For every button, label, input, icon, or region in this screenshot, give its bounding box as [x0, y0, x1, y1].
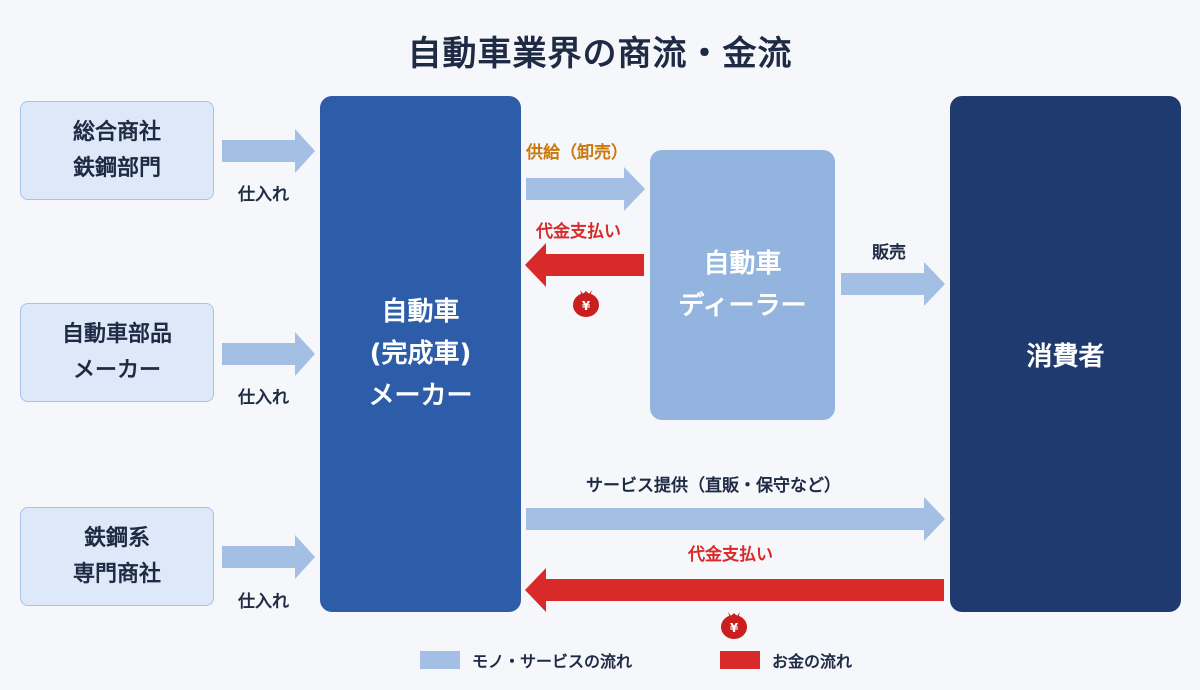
- consumer-label: 消費者: [1026, 341, 1105, 372]
- purchase-arrow-2: [222, 332, 315, 376]
- supplier-auto-parts-maker: 自動車部品 メーカー: [20, 303, 214, 402]
- legend-goods-label: モノ・サービスの流れ: [472, 652, 633, 671]
- purchase-label-2: 仕入れ: [238, 388, 289, 408]
- supply-label: 供給（卸売）: [526, 143, 628, 163]
- dealer-label-line2: ディーラー: [678, 291, 807, 321]
- sales-arrow: [841, 262, 945, 306]
- legend-money-label: お金の流れ: [772, 652, 853, 671]
- supplier-label-line2: 鉄鋼部門: [72, 155, 161, 181]
- supplier-trading-steel-division: 総合商社 鉄鋼部門: [20, 101, 214, 200]
- purchase-label-1: 仕入れ: [238, 185, 289, 205]
- dealer-payment-arrow: [525, 243, 644, 287]
- purchase-arrow-3: [222, 535, 315, 579]
- supplier-label-line1: 自動車部品: [61, 321, 172, 347]
- money-bag-icon: ¥: [721, 612, 747, 639]
- consumer-payment-arrow: [525, 568, 944, 612]
- supplier-label-line2: メーカー: [72, 357, 161, 383]
- automaker-label-line1: 自動車: [381, 297, 460, 327]
- sales-label: 販売: [872, 243, 906, 263]
- purchase-arrow-1: [222, 129, 315, 173]
- legend-goods-swatch: [420, 651, 460, 669]
- automaker-label-line2: (完成車): [369, 339, 472, 369]
- page-title: 自動車業界の商流・金流: [407, 34, 793, 74]
- supplier-label-line1: 総合商社: [72, 119, 161, 145]
- yen-symbol: ¥: [582, 299, 591, 313]
- supplier-steel-trading-company: 鉄鋼系 専門商社: [20, 507, 214, 606]
- automaker-label-line3: メーカー: [368, 381, 473, 411]
- money-bag-icon: ¥: [573, 290, 599, 317]
- legend-money: お金の流れ: [720, 650, 853, 671]
- dealer-box: 自動車 ディーラー: [650, 150, 835, 420]
- automaker-box: 自動車 (完成車) メーカー: [320, 96, 521, 612]
- service-label: サービス提供（直販・保守など）: [586, 476, 841, 496]
- service-arrow: [526, 497, 945, 541]
- yen-symbol: ¥: [730, 621, 739, 635]
- consumer-payment-label: 代金支払い: [688, 545, 773, 565]
- dealer-label-line1: 自動車: [703, 249, 782, 279]
- purchase-label-3: 仕入れ: [238, 592, 289, 612]
- dealer-payment-label: 代金支払い: [536, 222, 621, 242]
- supply-arrow: [526, 167, 645, 211]
- legend-goods: モノ・サービスの流れ: [420, 650, 633, 671]
- supplier-label-line2: 専門商社: [72, 561, 161, 587]
- supplier-label-line1: 鉄鋼系: [83, 525, 150, 551]
- consumer-box: 消費者: [950, 96, 1181, 612]
- legend-money-swatch: [720, 651, 760, 669]
